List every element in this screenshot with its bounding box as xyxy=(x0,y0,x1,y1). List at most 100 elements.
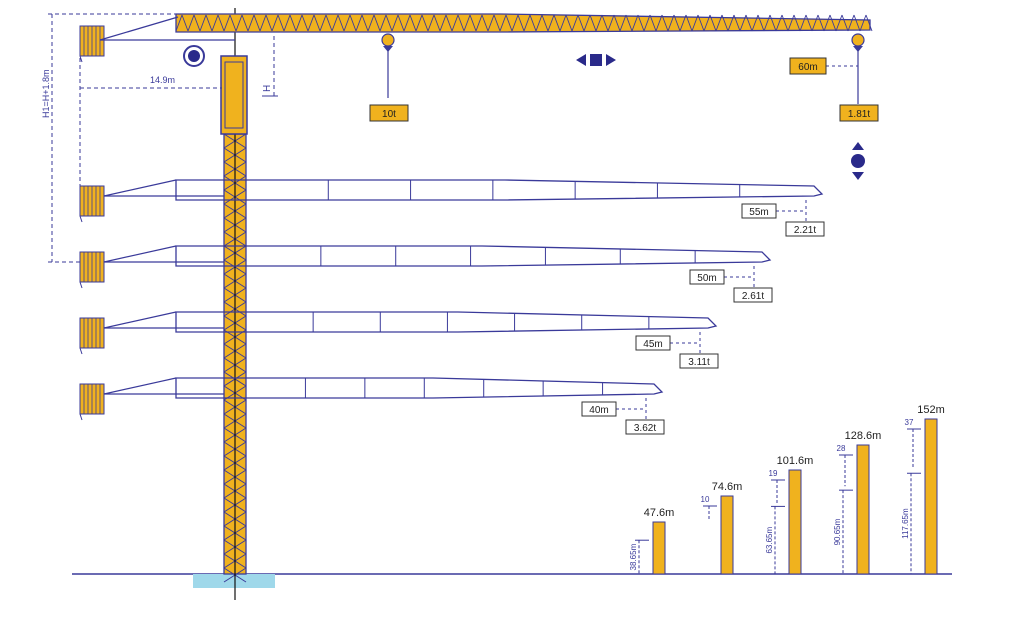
jib-brace xyxy=(271,14,279,32)
jib-brace xyxy=(607,14,615,32)
tip-radius-label: 60m xyxy=(798,62,817,73)
jib-brace xyxy=(295,14,303,32)
jib-outline xyxy=(175,245,772,267)
jib-brace xyxy=(643,14,651,32)
jib-outline xyxy=(175,377,664,399)
counterjib-length-label: 14.9m xyxy=(150,75,175,85)
jib-outline xyxy=(175,179,824,201)
jib-brace xyxy=(433,14,441,32)
height-total-label: 128.6m xyxy=(845,430,882,442)
counterweight-top xyxy=(79,25,105,63)
jib-brace xyxy=(541,14,549,32)
jib-radius-label: 40m xyxy=(589,405,608,416)
jib-brace xyxy=(385,14,393,32)
jib-config: 40m 3.62t xyxy=(79,377,665,435)
jib-brace xyxy=(445,14,453,32)
jib-brace xyxy=(613,14,621,32)
jib-brace xyxy=(193,14,201,32)
jib-brace xyxy=(583,14,591,32)
jib-brace xyxy=(487,14,495,32)
sections-label: 28 xyxy=(837,444,846,453)
jib-load-box xyxy=(733,287,773,303)
jib-brace xyxy=(823,14,831,32)
jib-brace xyxy=(247,14,255,32)
jib-brace xyxy=(373,14,381,32)
jib-brace xyxy=(715,14,723,32)
counterjib-brace xyxy=(99,16,179,41)
jib-brace xyxy=(793,14,801,32)
jib-brace xyxy=(493,14,501,32)
trolley-travel-icon xyxy=(576,54,616,66)
jib-brace xyxy=(259,14,267,32)
overall-height-label: H1=H+1.8m xyxy=(41,69,51,118)
counterjib-tie xyxy=(103,179,177,197)
counterweight-foot xyxy=(79,215,83,223)
jib-brace xyxy=(757,14,765,32)
jib-load-label: 2.61t xyxy=(742,291,764,302)
jib-brace xyxy=(265,14,273,32)
jib-brace xyxy=(865,14,873,32)
counterjib-tie xyxy=(103,377,177,395)
free-height-label: 63.65m xyxy=(765,527,774,554)
jib-brace xyxy=(427,14,435,32)
jib-radius-box xyxy=(635,335,671,351)
jib-brace xyxy=(625,14,633,32)
jib-brace xyxy=(763,14,771,32)
jib-brace xyxy=(457,14,465,32)
jib-brace xyxy=(847,14,855,32)
jib-load-label: 3.62t xyxy=(634,423,656,434)
jib-brace xyxy=(325,14,333,32)
tip-load-box xyxy=(839,104,879,122)
jib-brace xyxy=(733,14,741,32)
jib-brace xyxy=(745,14,753,32)
jib-brace xyxy=(589,14,597,32)
jib-brace xyxy=(391,14,399,32)
jib-brace xyxy=(859,14,867,32)
jib-brace xyxy=(709,14,717,32)
jib-brace xyxy=(631,14,639,32)
tip-load-label: 1.81t xyxy=(848,109,870,120)
counterweight-stack xyxy=(79,25,105,63)
jib-brace xyxy=(217,14,225,32)
jib-radius-label: 45m xyxy=(643,339,662,350)
counterjib-tie xyxy=(103,311,177,329)
jib-outline xyxy=(175,311,718,333)
jib-brace xyxy=(679,14,687,32)
jib-brace xyxy=(397,14,405,32)
jib-brace xyxy=(787,14,795,32)
jib-brace xyxy=(181,14,189,32)
sections-label: 37 xyxy=(905,418,914,427)
jib-brace xyxy=(469,14,477,32)
jib-brace xyxy=(703,14,711,32)
jib-brace xyxy=(355,14,363,32)
jib-brace xyxy=(577,14,585,32)
jib-brace xyxy=(319,14,327,32)
jib-brace xyxy=(409,14,417,32)
jib-brace xyxy=(601,14,609,32)
jib-brace xyxy=(781,14,789,32)
hook-height-label: H xyxy=(262,85,273,92)
counterweight-foot xyxy=(79,281,83,289)
jib-load-box xyxy=(785,221,825,237)
jib-brace xyxy=(313,14,321,32)
sections-label: 19 xyxy=(769,469,778,478)
jib-brace xyxy=(523,14,531,32)
counterweight-foot xyxy=(79,55,83,63)
jib-brace xyxy=(277,14,285,32)
jib-brace xyxy=(829,14,837,32)
jib-brace xyxy=(187,14,195,32)
height-bar xyxy=(788,469,802,575)
jib-brace xyxy=(223,14,231,32)
jib-brace xyxy=(667,14,675,32)
jib-brace xyxy=(697,14,705,32)
jib-brace xyxy=(517,14,525,32)
max-load-label: 10t xyxy=(382,109,396,120)
